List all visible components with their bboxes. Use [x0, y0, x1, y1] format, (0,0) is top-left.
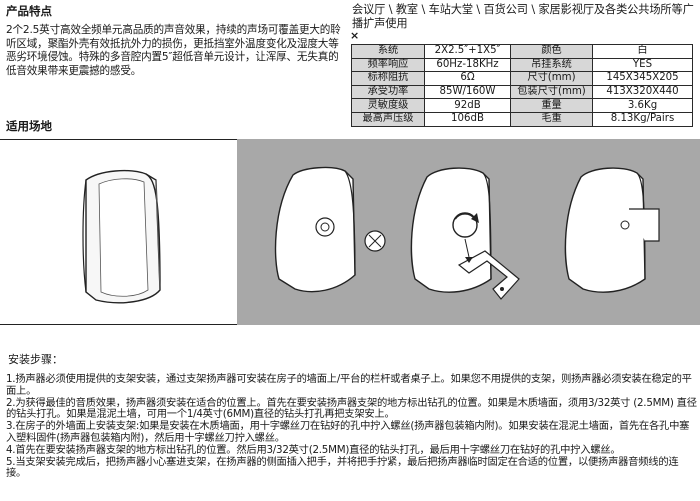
- spec-value: 3.6Kg: [592, 98, 693, 113]
- features-heading: 产品特点: [6, 4, 52, 18]
- spec-value: 413X320X440: [592, 84, 693, 100]
- spec-key: 最高声压级: [351, 111, 425, 127]
- spec-row: 系统 2X2.5″+1X5″ 颜色 白: [351, 44, 693, 59]
- spec-value: 92dB: [424, 98, 511, 113]
- install-heading: 安装步骤：: [8, 353, 63, 366]
- install-step: 1.扬声器必须使用提供的支架安装，通过支架扬声器可安装在房子的墙面上/平台的栏杆…: [6, 373, 692, 397]
- install-steps: 1.扬声器必须使用提供的支架安装，通过支架扬声器可安装在房子的墙面上/平台的栏杆…: [6, 373, 698, 480]
- features-paragraph: 2个2.5英寸高效全频单元高品质的声音效果，持续的声场可覆盖更大的聆听区域，聚酯…: [6, 24, 341, 77]
- knob-icon: [364, 230, 386, 252]
- install-step: 5.当支架安装完成后，把扬声器小心塞进支架，在扬声器的侧面插入把手，并将把手拧紧…: [6, 455, 679, 480]
- bracket-icon: [457, 238, 520, 300]
- spec-row: 标称阻抗 6Ω 尺寸(mm) 145X345X205: [351, 71, 693, 86]
- spec-key: 灵敏度级: [351, 98, 425, 113]
- spec-row: 最高声压级 106dB 毛重 8.13Kg/Pairs: [351, 111, 693, 127]
- product-image-panel: [0, 139, 237, 325]
- spec-value: 145X345X205: [592, 71, 693, 86]
- spec-key: 吊挂系统: [510, 57, 593, 73]
- venues-text: 会议厅 \ 教室 \ 车站大堂 \ 百货公司 \ 家居影视厅及各类公共场所等广播…: [352, 3, 694, 30]
- spec-key: 频率响应: [351, 57, 425, 73]
- spec-key: 颜色: [510, 44, 593, 59]
- spec-row: 频率响应 60Hz-18KHz 吊挂系统 YES: [351, 57, 693, 73]
- install-step: 4.首先在要安装扬声器支架的地方标出钻孔的位置。然后用3/32英寸(2.5MM)…: [6, 443, 621, 456]
- spec-table: 系统 2X2.5″+1X5″ 颜色 白 频率响应 60Hz-18KHz 吊挂系统…: [351, 44, 693, 127]
- spec-value: 白: [592, 44, 693, 59]
- figure-band: [0, 139, 700, 325]
- spec-key: 系统: [351, 44, 425, 59]
- install-diagram-panel: [237, 139, 700, 325]
- spec-key: 重量: [510, 98, 593, 113]
- close-icon: ×: [350, 29, 360, 42]
- spec-key: 承受功率: [351, 84, 425, 100]
- scenes-heading: 适用场地: [6, 119, 52, 133]
- spec-key: 标称阻抗: [351, 71, 425, 86]
- spec-value: 60Hz-18KHz: [424, 57, 511, 73]
- spec-value: 106dB: [424, 111, 511, 127]
- spec-row: 灵敏度级 92dB 重量 3.6Kg: [351, 98, 693, 113]
- spec-key: 尺寸(mm): [510, 71, 593, 86]
- install-step-speaker: [410, 167, 492, 293]
- spec-key: 毛重: [510, 111, 593, 127]
- spec-value: 2X2.5″+1X5″: [424, 44, 511, 59]
- spec-value: YES: [592, 57, 693, 73]
- install-step-speaker: [564, 167, 660, 293]
- spec-row: 承受功率 85W/160W 包装尺寸(mm) 413X320X440: [351, 84, 693, 100]
- spec-key: 包装尺寸(mm): [510, 84, 593, 100]
- spec-value: 6Ω: [424, 71, 511, 86]
- spec-value: 8.13Kg/Pairs: [592, 111, 693, 127]
- spec-value: 85W/160W: [424, 84, 511, 100]
- install-diagrams: [274, 166, 660, 300]
- speaker-illustration: [82, 169, 161, 304]
- install-step: 2.为获得最佳的音质效果，扬声器须安装在适合的位置上。首先在要安装扬声器支架的地…: [6, 396, 697, 421]
- install-step-speaker: [274, 166, 356, 293]
- install-step: 3.在房子的外墙面上安装支架:如果是安装在木质墙面，用十字螺丝刀在钻好的孔中拧入…: [6, 420, 690, 444]
